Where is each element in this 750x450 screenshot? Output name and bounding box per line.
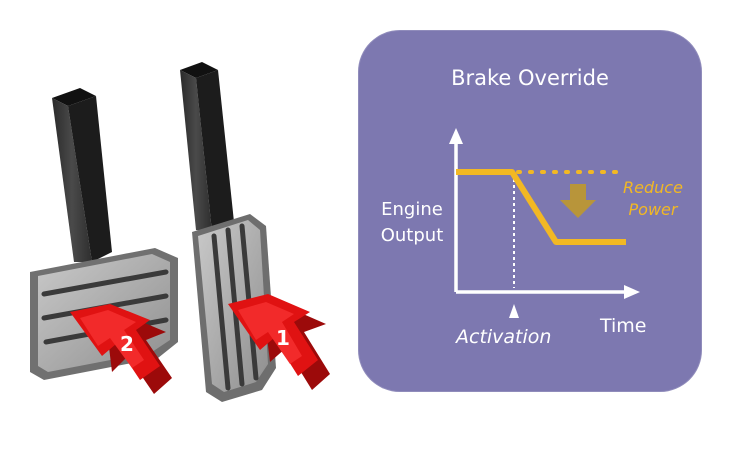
arrow-number-2: 2 — [120, 332, 134, 356]
engine-output-chart — [449, 128, 640, 318]
x-axis-arrowhead — [624, 285, 640, 299]
brake-override-panel: Brake Override Engine Output Reduce Powe… — [358, 30, 702, 392]
diagram-title: Brake Override — [451, 66, 609, 90]
y-axis-label-line1: Engine — [381, 199, 443, 220]
engine-output-line — [456, 169, 626, 245]
arrow-number-1: 1 — [276, 326, 290, 350]
down-arrow-icon — [560, 184, 596, 218]
red-arrow-1-icon: 1 — [228, 294, 330, 390]
activation-label: Activation — [456, 326, 552, 348]
reduce-power-label-line1: Reduce — [623, 178, 683, 197]
reduce-power-label-line2: Power — [628, 200, 678, 219]
red-arrow-2-icon: 2 — [70, 304, 172, 394]
y-axis-arrowhead — [449, 128, 463, 144]
x-axis-label: Time — [600, 315, 647, 337]
y-axis-label-line2: Output — [380, 225, 444, 246]
activation-marker — [509, 304, 519, 318]
pedals-illustration: 2 1 — [30, 62, 330, 402]
accelerator-pedal-icon — [180, 62, 276, 402]
